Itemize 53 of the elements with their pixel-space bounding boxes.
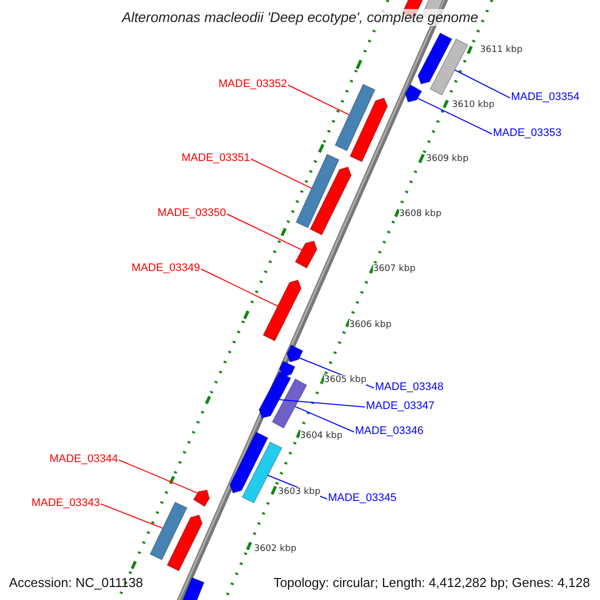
- leader-line: [278, 399, 366, 408]
- accession-text: Accession: NC_011138: [9, 575, 143, 590]
- gene-block: [334, 84, 376, 152]
- gene-label: MADE_03352: [218, 78, 287, 91]
- position-label: 3610 kbp: [452, 100, 494, 111]
- gene-block: [262, 279, 302, 342]
- gene-label: MADE_03350: [158, 207, 226, 220]
- leader-line: [200, 268, 278, 307]
- position-label: 3606 kbp: [349, 320, 392, 331]
- leader-line: [294, 406, 354, 432]
- gene-block: [310, 166, 352, 236]
- position-label: 3603 kbp: [278, 487, 320, 498]
- position-label: 3611 kbp: [480, 45, 522, 56]
- position-label: 3607 kbp: [373, 264, 416, 275]
- gene-block: [430, 38, 468, 96]
- gene-block: [286, 344, 304, 363]
- gene-block: [166, 514, 203, 572]
- gene-label: MADE_03347: [366, 400, 434, 413]
- gene-block: [279, 360, 296, 378]
- leader-line: [454, 70, 510, 98]
- leader-line: [226, 214, 302, 250]
- position-label: 3604 kbp: [300, 431, 342, 442]
- gene-block: [404, 84, 422, 103]
- gene-block: [417, 32, 452, 85]
- position-label: 3609 kbp: [426, 154, 468, 165]
- gene-block: [272, 378, 308, 429]
- gene-block: [182, 576, 205, 600]
- gene-block: [258, 371, 292, 419]
- leader-line: [100, 504, 164, 529]
- gene-label: MADE_03348: [375, 381, 444, 394]
- gene-block: [295, 154, 340, 228]
- leader-line: [288, 84, 350, 116]
- gene-label: MADE_03349: [132, 262, 200, 275]
- gene-block: [149, 502, 188, 560]
- position-label: 3602 kbp: [254, 544, 296, 555]
- gene-label: MADE_03345: [328, 492, 396, 505]
- position-label: 3605 kbp: [324, 375, 366, 386]
- gene-label: MADE_03346: [355, 425, 424, 438]
- gene-label: MADE_03353: [493, 127, 562, 140]
- title: Alteromonas macleodii 'Deep ecotype', complete genome: [122, 9, 478, 26]
- gene-label: MADE_03351: [182, 152, 250, 165]
- gene-label: MADE_03354: [511, 91, 580, 104]
- gene-block: [229, 431, 268, 494]
- leader-line: [118, 460, 198, 494]
- gene-block: [349, 97, 388, 162]
- genome-stats-text: Topology: circular; Length: 4,412,282 bp; Genes: 4,128: [273, 575, 590, 590]
- position-label: 3608 kbp: [399, 209, 442, 220]
- gene-block: [192, 489, 210, 508]
- gene-block: [294, 240, 318, 269]
- gene-label: MADE_03344: [50, 453, 118, 466]
- gene-label: MADE_03343: [32, 497, 100, 510]
- leader-line: [417, 98, 492, 134]
- leader-line: [250, 158, 312, 189]
